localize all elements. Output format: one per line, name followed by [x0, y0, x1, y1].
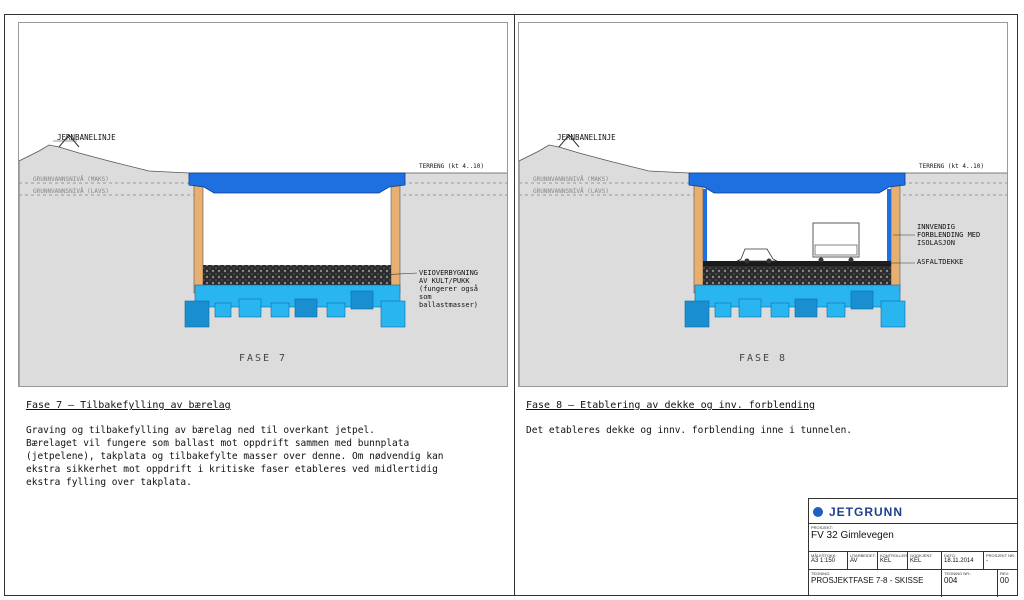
left-wall	[193, 182, 204, 294]
annotation-line: VEIOVERBYGNING	[419, 269, 479, 277]
inner-lining-left	[703, 189, 707, 265]
excavation-void	[202, 187, 392, 267]
gravel-texture	[203, 265, 391, 287]
drawing-sheet	[4, 14, 1018, 596]
terrain-label: TERRENG (kt 4..10)	[919, 163, 985, 170]
phase7-caption-title: Fase 7 – Tilbakefylling av bærelag	[26, 400, 231, 411]
drawing-row: TEGNING: PROSJEKTFASE 7-8 - SKISSE TEGNI…	[809, 569, 1017, 597]
sheet-divider	[514, 14, 515, 596]
inner-lining-annotation: INNVENDIG FORBLENDING MED ISOLASJON	[917, 223, 980, 247]
phase7-section-drawing: JERNBANELINJE TERRENG (kt 4..10) GRUNNVA…	[18, 22, 508, 387]
drawn-value: AV	[850, 558, 858, 564]
annotation-line: AV KULT/PUKK	[419, 277, 470, 285]
annotation-line: FORBLENDING MED	[917, 231, 981, 239]
revision-value: 00	[1000, 576, 1009, 585]
annotation-line: (fungerer også	[419, 285, 479, 293]
meta-row: MÅLESTOKK: A3 1:150 UTARBEIDET: AV KONTR…	[809, 551, 1017, 569]
phase8-caption-title: Fase 8 – Etablering av dekke og inv. for…	[526, 400, 815, 411]
drawing-number-label: TEGNING NR.:	[944, 571, 972, 576]
scale-value: A3 1:150	[811, 558, 836, 564]
revision-label: REV:	[1000, 571, 1010, 576]
project-number-label: PROSJEKT NR:	[986, 553, 1016, 558]
truck-icon	[812, 222, 860, 263]
drawing-title-label: TEGNING:	[811, 571, 831, 576]
scale-label: MÅLESTOKK:	[811, 553, 837, 558]
railway-label: JERNBANELINJE	[557, 133, 616, 142]
railway-label: JERNBANELINJE	[57, 133, 116, 142]
groundwater-max-label: GRUNNVANNSNIVÅ (MAKS)	[33, 176, 109, 183]
jet-piles	[184, 284, 406, 328]
phase8-caption-body: Det etableres dekke og innv. forblending…	[526, 425, 853, 436]
leader-line	[378, 272, 418, 276]
drawing-title: PROSJEKTFASE 7-8 - SKISSE	[811, 576, 924, 585]
title-block: JETGRUNN PROSJEKT: FV 32 Gimlevegen MÅLE…	[808, 498, 1018, 597]
approved-value: KEL	[910, 558, 922, 564]
annotation-line: ballastmasser)	[419, 301, 479, 309]
project-name: FV 32 Gimlevegen	[811, 530, 894, 541]
checked-value: KEL	[880, 558, 892, 564]
right-wall	[390, 182, 401, 294]
brand-name: JETGRUNN	[829, 505, 904, 519]
phase-label: FASE 8	[738, 353, 788, 364]
date-value: 18.11.2014	[944, 558, 974, 564]
annotation-line: som	[419, 293, 432, 301]
approved-label: GODKJENT:	[910, 553, 933, 558]
road-structure-annotation: VEIOVERBYGNING AV KULT/PUKK (fungerer og…	[419, 269, 478, 309]
groundwater-low-label: GRUNNVANNSNIVÅ (LAVS)	[33, 188, 109, 195]
drawing-number: 004	[944, 576, 958, 585]
asphalt-layer	[703, 261, 891, 266]
asphalt-annotation: ASFALTDEKKE	[917, 258, 964, 266]
groundwater-max-label: GRUNNVANNSNIVÅ (MAKS)	[533, 176, 609, 183]
annotation-line: ISOLASJON	[917, 239, 955, 247]
groundwater-low-label: GRUNNVANNSNIVÅ (LAVS)	[533, 188, 609, 195]
phase-label: FASE 7	[238, 353, 288, 364]
phase7-caption-body: Graving og tilbakefylling av bærelag ned…	[26, 425, 444, 488]
globe-logo-icon	[813, 507, 823, 517]
car-icon	[736, 248, 778, 264]
phase8-cross-section	[519, 23, 1007, 386]
roof-slab	[188, 172, 406, 194]
checked-label: KONTROLLERT:	[880, 553, 907, 558]
terrain-label: TERRENG (kt 4..10)	[419, 163, 485, 170]
railway-embankment	[58, 134, 80, 148]
annotation-line: INNVENDIG	[917, 223, 955, 231]
phase7-cross-section	[19, 23, 507, 386]
project-number-value: -	[986, 558, 988, 564]
project-row: PROSJEKT: FV 32 Gimlevegen	[809, 523, 1017, 549]
phase8-section-drawing: JERNBANELINJE TERRENG (kt 4..10) GRUNNVA…	[518, 22, 1008, 387]
title-block-header: JETGRUNN	[809, 499, 1017, 523]
project-label: PROSJEKT:	[811, 525, 833, 530]
drawn-label: UTARBEIDET:	[850, 553, 876, 558]
date-label: DATO:	[944, 553, 956, 558]
inner-lining-right	[887, 189, 891, 265]
